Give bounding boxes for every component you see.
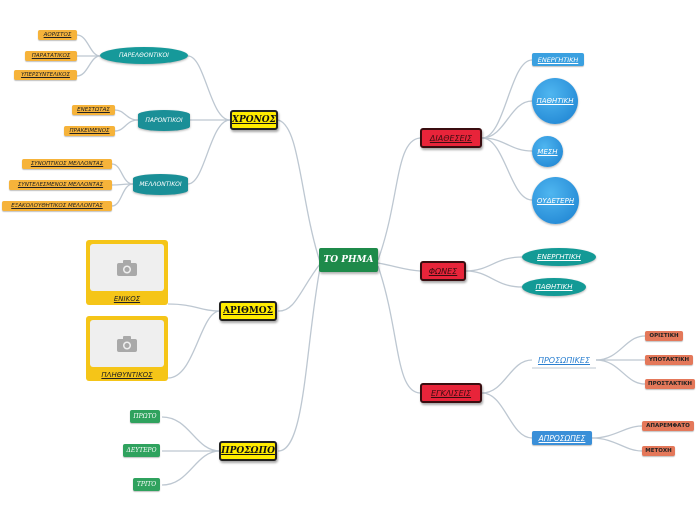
item-syntelesmenos[interactable]: ΣΥΝΤΕΛΕΣΜΕΝΟΣ ΜΕΛΛΟΝΤΑΣ [9, 180, 112, 190]
item-oristiki[interactable]: ΟΡΙΣΤΙΚΗ [645, 331, 683, 341]
group-past-label: ΠΑΡΕΛΘΟΝΤΙΚΟΙ [119, 52, 169, 59]
root-label: ΤΟ ΡΗΜΑ [323, 255, 374, 265]
group-prosopikes-label: ΠΡΟΣΩΠΙΚΕΣ [537, 355, 591, 365]
item-metochi[interactable]: ΜΕΤΟΧΗ [642, 446, 675, 456]
item-syntelesmenos-label: ΣΥΝΤΕΛΕΣΜΕΝΟΣ ΜΕΛΛΟΝΤΑΣ [17, 182, 104, 188]
item-fones-pathitiki[interactable]: ΠΑΘΗΤΙΚΗ [522, 278, 586, 296]
item-ypotaktiki-label: ΥΠΟΤΑΚΤΙΚΗ [648, 357, 690, 363]
group-future-label: ΜΕΛΛΟΝΤΙΚΟΙ [139, 181, 182, 188]
topic-chronos-label: ΧΡΟΝΟΣ [231, 115, 277, 125]
item-trito-label: ΤΡΙΤΟ [136, 481, 157, 488]
group-prosopikes[interactable]: ΠΡΟΣΩΠΙΚΕΣ [532, 353, 596, 367]
item-deftero-label: ΔΕΥΤΕΡΟ [126, 447, 157, 454]
item-parakeimenos-label: ΠΡΑΚΕΙΜΕΝΟΣ [69, 128, 110, 134]
topic-chronos[interactable]: ΧΡΟΝΟΣ [230, 110, 278, 130]
topic-fones[interactable]: ΦΩΝΕΣ [420, 261, 466, 281]
item-mesi-label: ΜΕΣΗ [537, 147, 558, 156]
item-paratatikos[interactable]: ΠΑΡΑΤΑΤΙΚΟΣ [25, 51, 77, 61]
item-exakolouthitikos[interactable]: ΕΞΑΚΟΛΟΥΘΗΤΙΚΟΣ ΜΕΛΛΟΝΤΑΣ [2, 201, 112, 211]
topic-arithmos-label: ΑΡΙΘΜΟΣ [223, 306, 273, 316]
item-prostaktiki[interactable]: ΠΡΟΣΤΑΚΤΙΚΗ [645, 379, 695, 389]
item-aoristos[interactable]: ΑΟΡΙΣΤΟΣ [38, 30, 77, 40]
card-plithyntikos-label: ΠΛΗΘΥΝΤΙΚΟΣ [101, 371, 153, 379]
image-placeholder [90, 320, 164, 367]
item-fones-energitiki-label: ΕΝΕΡΓΗΤΙΚΗ [537, 253, 581, 261]
item-oudeteri[interactable]: ΟΥΔΕΤΕΡΗ [532, 177, 579, 224]
item-prostaktiki-label: ΠΡΟΣΤΑΚΤΙΚΗ [648, 381, 692, 387]
topic-egkliseis-label: ΕΓΚΛΙΣΕΙΣ [430, 388, 472, 398]
item-pathitiki[interactable]: ΠΑΘΗΤΙΚΗ [532, 78, 578, 124]
group-aprosopes-label: ΑΠΡΟΣΩΠΕΣ [538, 433, 586, 443]
item-ypersyntelikos[interactable]: ΥΠΕΡΣΥΝΤΕΛΙΚΟΣ [14, 70, 77, 80]
item-synoptikos-label: ΣΥΝΟΠΤΙΚΟΣ ΜΕΛΛΟΝΤΑΣ [30, 161, 104, 167]
item-parakeimenos[interactable]: ΠΡΑΚΕΙΜΕΝΟΣ [64, 126, 115, 136]
card-enikos[interactable]: ΕΝΙΚΟΣ [86, 240, 168, 305]
card-enikos-label: ΕΝΙΚΟΣ [113, 295, 141, 303]
item-oudeteri-label: ΟΥΔΕΤΕΡΗ [536, 196, 575, 205]
card-plithyntikos[interactable]: ΠΛΗΘΥΝΤΙΚΟΣ [86, 316, 168, 381]
item-pathitiki-label: ΠΑΘΗΤΙΚΗ [536, 97, 574, 105]
item-aparemfato[interactable]: ΑΠΑΡΕΜΦΑΤΟ [642, 421, 694, 431]
image-placeholder [90, 244, 164, 291]
camera-icon [117, 335, 137, 352]
camera-icon [117, 259, 137, 276]
item-proto-label: ΠΡΩΤΟ [133, 413, 157, 420]
topic-egkliseis[interactable]: ΕΓΚΛΙΣΕΙΣ [420, 383, 482, 403]
item-oristiki-label: ΟΡΙΣΤΙΚΗ [649, 333, 679, 339]
item-proto[interactable]: ΠΡΩΤΟ [130, 410, 160, 423]
group-future[interactable]: ΜΕΛΛΟΝΤΙΚΟΙ [133, 174, 188, 195]
group-present[interactable]: ΠΑΡΟΝΤΙΚΟΙ [138, 110, 190, 131]
topic-diatheseis-label: ΔΙΑΘΕΣΕΙΣ [429, 133, 473, 143]
item-ypersyntelikos-label: ΥΠΕΡΣΥΝΤΕΛΙΚΟΣ [21, 72, 70, 78]
item-aoristos-label: ΑΟΡΙΣΤΟΣ [43, 32, 72, 38]
item-energitiki[interactable]: ΕΝΕΡΓΗΤΙΚΗ [532, 53, 584, 66]
item-enestotas[interactable]: ΕΝΕΣΤΩΤΑΣ [72, 105, 115, 115]
item-energitiki-label: ΕΝΕΡΓΗΤΙΚΗ [537, 55, 579, 64]
item-fones-pathitiki-label: ΠΑΘΗΤΙΚΗ [535, 283, 573, 291]
item-paratatikos-label: ΠΑΡΑΤΑΤΙΚΟΣ [31, 53, 71, 59]
item-synoptikos[interactable]: ΣΥΝΟΠΤΙΚΟΣ ΜΕΛΛΟΝΤΑΣ [22, 159, 112, 169]
group-present-label: ΠΑΡΟΝΤΙΚΟΙ [145, 117, 183, 124]
item-exakolouthitikos-label: ΕΞΑΚΟΛΟΥΘΗΤΙΚΟΣ ΜΕΛΛΟΝΤΑΣ [11, 203, 103, 209]
topic-arithmos[interactable]: ΑΡΙΘΜΟΣ [219, 301, 277, 321]
topic-prosopo-label: ΠΡΟΣΩΠΟ [221, 446, 275, 456]
item-enestotas-label: ΕΝΕΣΤΩΤΑΣ [77, 107, 110, 113]
topic-prosopo[interactable]: ΠΡΟΣΩΠΟ [219, 441, 277, 461]
item-ypotaktiki[interactable]: ΥΠΟΤΑΚΤΙΚΗ [645, 355, 693, 365]
item-trito[interactable]: ΤΡΙΤΟ [133, 478, 160, 491]
item-aparemfato-label: ΑΠΑΡΕΜΦΑΤΟ [646, 423, 690, 429]
item-deftero[interactable]: ΔΕΥΤΕΡΟ [123, 444, 160, 457]
root-node[interactable]: ΤΟ ΡΗΜΑ [319, 248, 378, 272]
topic-fones-label: ΦΩΝΕΣ [428, 266, 458, 276]
group-aprosopes[interactable]: ΑΠΡΟΣΩΠΕΣ [532, 431, 592, 445]
group-past[interactable]: ΠΑΡΕΛΘΟΝΤΙΚΟΙ [100, 47, 188, 64]
item-metochi-label: ΜΕΤΟΧΗ [645, 448, 672, 454]
topic-diatheseis[interactable]: ΔΙΑΘΕΣΕΙΣ [420, 128, 482, 148]
item-mesi[interactable]: ΜΕΣΗ [532, 136, 563, 167]
item-fones-energitiki[interactable]: ΕΝΕΡΓΗΤΙΚΗ [522, 248, 596, 266]
